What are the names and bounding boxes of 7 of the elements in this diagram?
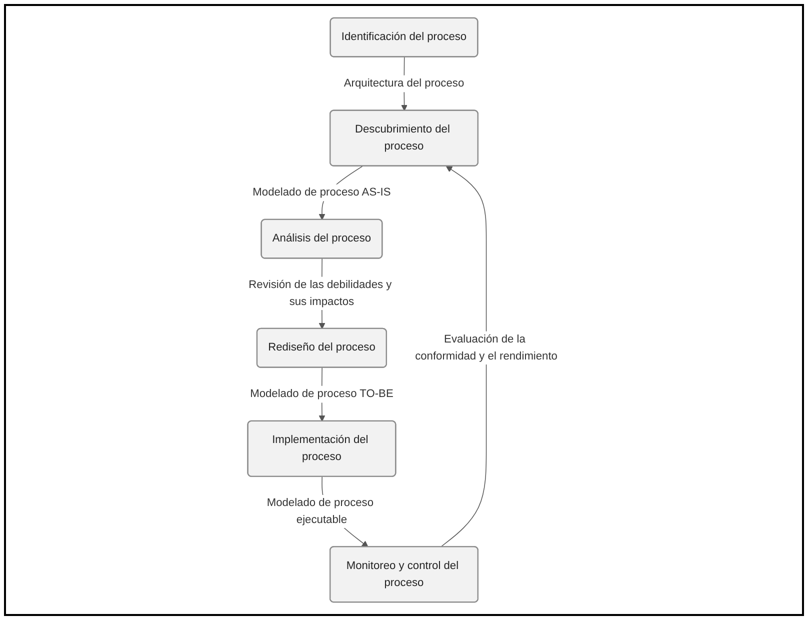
edge-label: Modelado de proceso AS-IS — [252, 186, 391, 198]
edge-label: Evaluación de la conformidad y el rendimiento — [415, 332, 558, 362]
edge-label: Revisión de las debilidades y sus impactos — [248, 278, 392, 308]
edge-label: Modelado de proceso TO-BE — [250, 387, 394, 400]
arrow — [440, 166, 487, 548]
edge-label: Arquitectura del proceso — [344, 76, 464, 90]
edge-label: Modelado de proceso ejecutable — [266, 496, 374, 526]
